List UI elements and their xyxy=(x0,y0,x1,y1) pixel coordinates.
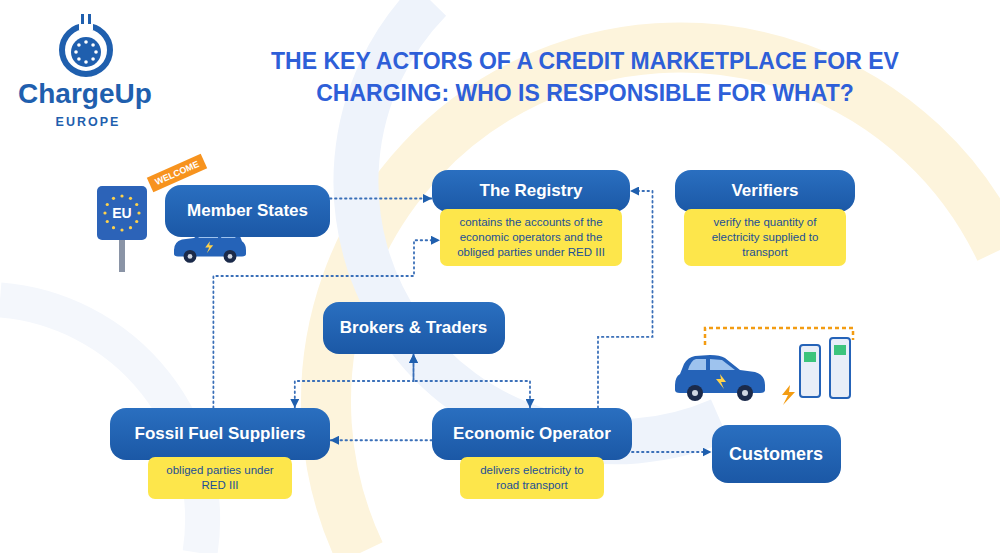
actor-node: Member States xyxy=(165,185,330,237)
role-note: contains the accounts of the economic op… xyxy=(440,209,622,266)
sign-text: EU xyxy=(112,205,131,221)
actor-box: The Registry xyxy=(432,170,630,212)
actor-node: Verifiersverify the quantity of electric… xyxy=(675,170,855,266)
role-note: obliged parties under RED III xyxy=(148,457,292,499)
actor-node: The Registrycontains the accounts of the… xyxy=(432,170,630,266)
eu-sign xyxy=(97,186,147,272)
dotted-connector xyxy=(295,354,414,408)
dotted-connector xyxy=(632,451,712,453)
logo-text: ChargeUp xyxy=(18,78,152,110)
dotted-connector xyxy=(330,439,432,441)
actor-box: Brokers & Traders xyxy=(323,302,505,354)
actor-box: Economic Operator xyxy=(432,408,632,460)
role-note: verify the quantity of electricity suppl… xyxy=(684,209,846,266)
actor-node: Economic Operatordelivers electricity to… xyxy=(432,408,632,499)
logo-text: EUROPE xyxy=(56,115,121,129)
actor-node: Fossil Fuel Suppliersobliged parties und… xyxy=(110,408,330,499)
actor-box: Fossil Fuel Suppliers xyxy=(110,408,330,460)
actor-box: Member States xyxy=(165,185,330,237)
actor-node: Brokers & Traders xyxy=(323,302,505,354)
actor-box: Verifiers xyxy=(675,170,855,212)
dotted-connector xyxy=(330,198,432,200)
charging-scene xyxy=(675,328,853,405)
actor-node: Customers xyxy=(712,425,841,483)
title: THE KEY ACTORS OF A CREDIT MARKETPLACE F… xyxy=(230,46,940,109)
role-note: delivers electricity to road transport xyxy=(460,457,604,499)
actor-box: Customers xyxy=(712,425,841,483)
logo-icon xyxy=(62,14,110,74)
dotted-connector xyxy=(414,354,531,408)
